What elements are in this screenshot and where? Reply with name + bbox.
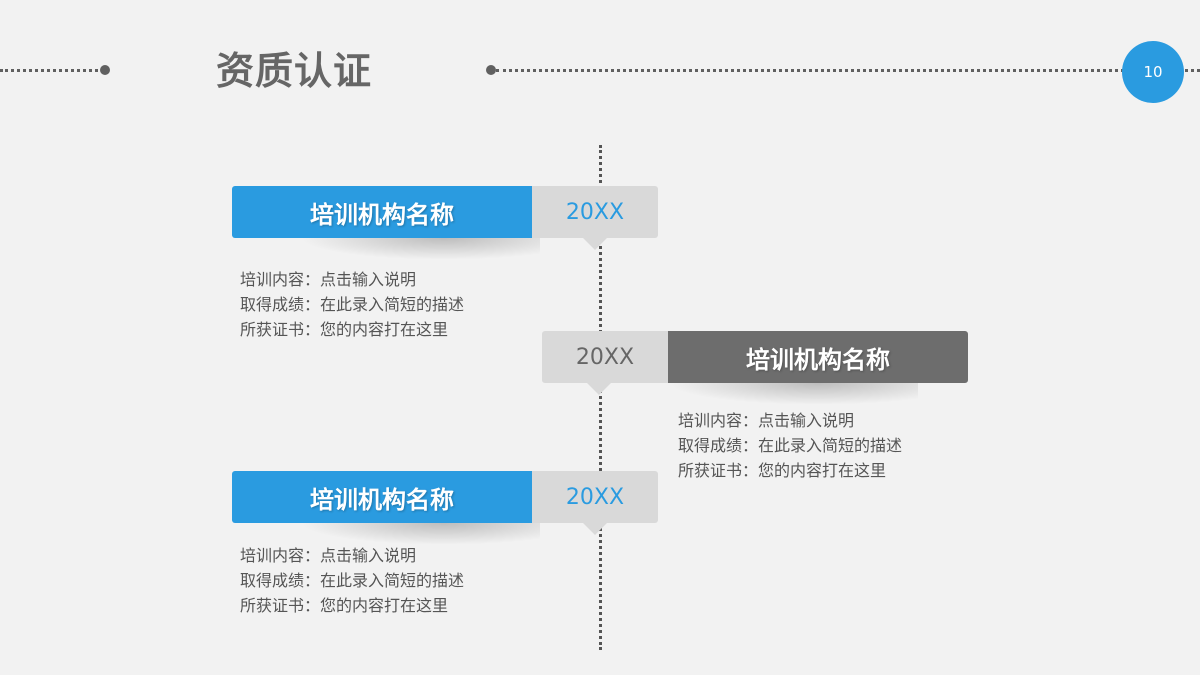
year-box: 20XX bbox=[542, 331, 668, 395]
card-shadow-2 bbox=[668, 383, 918, 405]
page-title: 资质认证 bbox=[216, 49, 373, 93]
description-line: 取得成绩：在此录入简短的描述 bbox=[678, 436, 903, 455]
description-line: 培训内容：点击输入说明 bbox=[240, 546, 417, 565]
header-dot-right bbox=[486, 65, 496, 75]
institution-name: 培训机构名称 bbox=[232, 186, 532, 238]
year-pointer bbox=[587, 383, 611, 395]
year-label: 20XX bbox=[575, 344, 635, 370]
entry-description-2: 培训内容：点击输入说明 取得成绩：在此录入简短的描述 所获证书：您的内容打在这里 bbox=[678, 408, 902, 483]
description-line: 所获证书：您的内容打在这里 bbox=[240, 320, 449, 339]
year-label: 20XX bbox=[565, 199, 625, 225]
year-pointer bbox=[583, 523, 607, 535]
entry-description-1: 培训内容：点击输入说明 取得成绩：在此录入简短的描述 所获证书：您的内容打在这里 bbox=[240, 267, 464, 342]
description-line: 培训内容：点击输入说明 bbox=[678, 411, 855, 430]
card-shadow-1 bbox=[300, 238, 540, 260]
header-dotted-line-right bbox=[496, 69, 1124, 72]
page-number-badge: 10 bbox=[1122, 41, 1184, 103]
year-box: 20XX bbox=[532, 186, 658, 250]
description-line: 取得成绩：在此录入简短的描述 bbox=[240, 571, 465, 590]
header-dotted-line-left bbox=[0, 69, 104, 72]
year-label: 20XX bbox=[565, 484, 625, 510]
description-line: 培训内容：点击输入说明 bbox=[240, 270, 417, 289]
timeline-card-1: 培训机构名称 20XX bbox=[232, 186, 658, 250]
institution-name: 培训机构名称 bbox=[232, 471, 532, 523]
timeline-card-3: 培训机构名称 20XX bbox=[232, 471, 658, 535]
timeline-card-2: 20XX 培训机构名称 bbox=[542, 331, 968, 395]
description-line: 所获证书：您的内容打在这里 bbox=[240, 596, 449, 615]
header-dot-left bbox=[100, 65, 110, 75]
description-line: 取得成绩：在此录入简短的描述 bbox=[240, 295, 465, 314]
institution-name: 培训机构名称 bbox=[668, 331, 968, 383]
year-box: 20XX bbox=[532, 471, 658, 535]
card-shadow-3 bbox=[300, 523, 540, 545]
description-line: 所获证书：您的内容打在这里 bbox=[678, 461, 887, 480]
timeline-vertical-line bbox=[599, 145, 602, 650]
entry-description-3: 培训内容：点击输入说明 取得成绩：在此录入简短的描述 所获证书：您的内容打在这里 bbox=[240, 543, 464, 618]
header-dotted-line-end bbox=[1174, 69, 1200, 72]
year-pointer bbox=[583, 238, 607, 250]
